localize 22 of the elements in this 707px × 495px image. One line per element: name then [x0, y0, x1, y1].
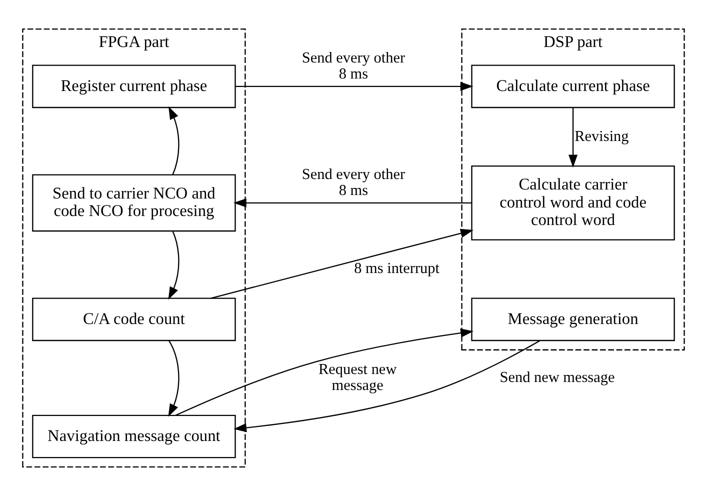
arrow [233, 198, 472, 207]
edge-label: Send every other 8 ms [302, 48, 406, 82]
edge-label: Send new message [500, 368, 615, 386]
arrow [168, 106, 180, 174]
edge-label: Request new message [318, 360, 397, 394]
arrow [176, 328, 474, 416]
node-box: Navigation message count [32, 414, 236, 458]
node-box: Calculate current phase [471, 64, 675, 108]
node-box: C/A code count [32, 297, 236, 341]
edge-label: Revising [574, 127, 629, 144]
edge-label: 8 ms interrupt [354, 260, 440, 277]
arrow [168, 340, 180, 416]
arrow [235, 81, 474, 90]
arrow [234, 340, 540, 432]
node-box: Register current phase [32, 64, 236, 108]
arrow [210, 228, 474, 298]
arrow [168, 230, 180, 300]
node-box: Send to carrier NCO and code NCO for procesing [32, 174, 236, 232]
arrow [568, 108, 578, 168]
node-box: Message generation [471, 297, 675, 341]
edge-label: Send every other 8 ms [302, 165, 406, 199]
node-box: Calculate carrier control word and code control word [471, 164, 675, 240]
